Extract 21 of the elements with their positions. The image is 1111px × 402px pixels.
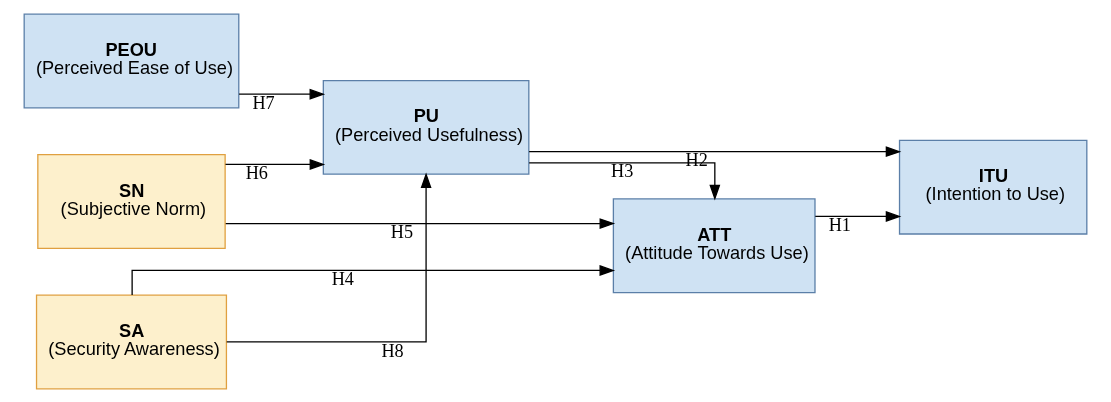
edge-label: H7: [252, 92, 275, 113]
edge-label: H3: [611, 160, 634, 181]
edge-label: H4: [331, 268, 354, 289]
node-box: SN (Subjective Norm): [37, 153, 226, 249]
edge-label: H6: [245, 162, 268, 183]
arrow: [224, 158, 326, 170]
arrow: [226, 172, 432, 343]
node-box: PU (Perceived Usefulness): [322, 79, 530, 175]
arrow: [528, 161, 721, 200]
arrow: [528, 145, 902, 157]
arrow: [225, 217, 616, 229]
edge-label: H1: [828, 214, 851, 235]
node-box: ATT (Attitude Towards Use): [612, 197, 816, 293]
arrow: [131, 264, 616, 296]
node-box: ITU (Intention to Use): [898, 139, 1088, 235]
edge-label: H8: [381, 340, 404, 361]
node-box: PEOU (Perceived Ease of Use): [23, 13, 240, 108]
node-box: SA (Security Awareness): [35, 294, 228, 389]
arrow: [814, 210, 902, 222]
arrow: [238, 88, 326, 100]
edge-label: H5: [390, 221, 414, 242]
